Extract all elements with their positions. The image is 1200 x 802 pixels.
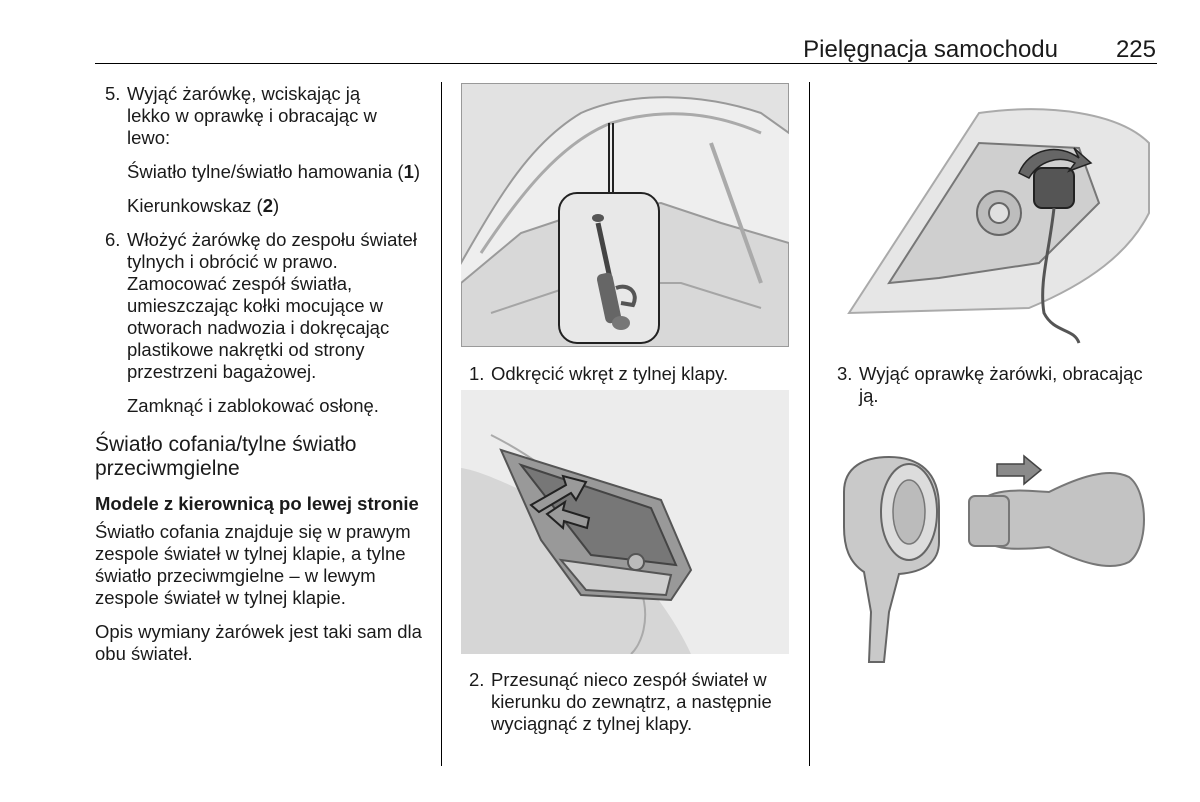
subheading: Modele z kierownicą po lewej stronie — [95, 493, 419, 514]
step-5-number: 5. — [105, 83, 121, 104]
taillight-removal-illustration — [461, 390, 789, 654]
step-6-text: Włożyć żarówkę do zespołu świateł tylnyc… — [127, 229, 417, 382]
step-5: 5. Wyjąć żarówkę, wciskając ją lekko w o… — [95, 83, 425, 217]
caption-1-text: Odkręcić wkręt z tylnej klapy. — [491, 363, 729, 384]
caption-3-number: 3. — [837, 363, 853, 384]
bulb-removal-drawing — [829, 412, 1157, 676]
page-number: 225 — [1115, 36, 1156, 63]
column-divider-left — [441, 82, 442, 766]
step-5-sub-2: Kierunkowskaz (2) — [127, 195, 280, 216]
caption-1: 1. Odkręcić wkręt z tylnej klapy. — [469, 363, 791, 385]
step-5-sub-1: Światło tylne/światło hamowania (1) — [127, 161, 421, 182]
paragraph-1: Światło cofania znajduje się w prawym ze… — [95, 521, 411, 608]
tailgate-screw-drawing — [461, 83, 789, 347]
tailgate-screw-illustration — [461, 83, 789, 347]
caption-2: 2. Przesunąć nieco zespół świateł w kier… — [469, 669, 801, 735]
column-divider-right — [809, 82, 810, 766]
step-6-sub: Zamknąć i zablokować osłonę. — [127, 395, 379, 416]
caption-2-number: 2. — [469, 669, 485, 690]
section-heading: Światło cofania/tylne światło przeciwmgi… — [95, 433, 357, 480]
step-6: 6. Włożyć żarówkę do zespołu świateł tyl… — [95, 229, 425, 417]
paragraph-2: Opis wymiany żarówek jest taki sam dla o… — [95, 621, 422, 664]
header-rule — [95, 63, 1157, 64]
bulb-removal-illustration — [829, 412, 1157, 676]
step-5-text: Wyjąć żarówkę, wciskając ją lekko w opra… — [127, 83, 377, 148]
bulb-socket-drawing — [829, 83, 1157, 347]
instructions-column: 5. Wyjąć żarówkę, wciskając ją lekko w o… — [95, 83, 425, 665]
caption-1-number: 1. — [469, 363, 485, 384]
caption-3-text: Wyjąć oprawkę żarówki, obracając ją. — [859, 363, 1143, 406]
bulb-socket-illustration — [829, 83, 1157, 347]
taillight-removal-drawing — [461, 390, 789, 654]
caption-2-text: Przesunąć nieco zespół świateł w kierunk… — [491, 669, 772, 734]
step-6-number: 6. — [105, 229, 121, 250]
page-title: Pielęgnacja samochodu — [803, 36, 1058, 63]
caption-3: 3. Wyjąć oprawkę żarówki, obracając ją. — [837, 363, 1159, 407]
